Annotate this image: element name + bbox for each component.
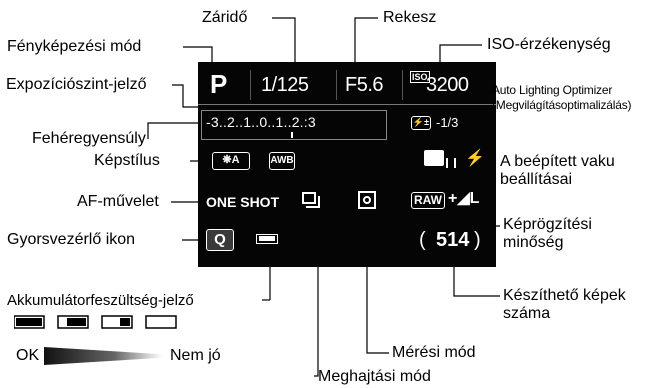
battery-empty-icon <box>145 315 177 329</box>
battery-full-icon <box>14 315 45 329</box>
shots-remaining-bracket-close: ) <box>474 229 481 251</box>
exposure-scale: -3..2..1..0..1..2.:3 <box>206 114 316 130</box>
flash-comp-value: -1/3 <box>436 115 459 130</box>
quality-jpeg-icon: +◢L <box>448 190 480 207</box>
label-battery-ok: OK <box>16 347 40 364</box>
label-battery-check: Akkumulátorfeszültség-jelző <box>7 292 194 309</box>
label-metering: Mérési mód <box>392 344 476 361</box>
metering-dot <box>363 196 371 204</box>
divider-1 <box>250 70 251 100</box>
battery-icon <box>256 234 278 244</box>
picture-style-icon: ❋A <box>212 152 250 170</box>
label-flash-settings: A beépített vaku beállításai <box>500 153 615 188</box>
raw-icon: RAW <box>411 192 445 209</box>
wb-icon: AWB <box>269 152 295 170</box>
alo-icon <box>424 150 444 166</box>
label-picture-style: Képstílus <box>94 152 160 169</box>
label-battery-bad: Nem jó <box>170 347 221 364</box>
battery-one-third-icon <box>101 315 133 329</box>
label-aperture: Rekesz <box>383 9 437 26</box>
shots-remaining-bracket-open: ( <box>419 229 426 251</box>
iso-icon: ISO <box>410 71 430 83</box>
label-af-operation: AF-művelet <box>77 193 159 210</box>
top-row-divider <box>198 104 496 105</box>
battery-fill <box>259 236 275 241</box>
quick-control-icon[interactable]: Q <box>206 229 234 251</box>
battery-two-thirds-icon <box>57 315 89 329</box>
alo-bars <box>446 158 456 168</box>
exposure-scale-box <box>201 110 387 140</box>
metering-icon <box>358 191 376 209</box>
label-white-balance: Fehéregyensúly <box>32 130 146 147</box>
divider-3 <box>402 70 403 100</box>
label-shots-remaining: Készíthető képek száma <box>503 287 626 322</box>
label-exposure-level: Expozíciószint-jelző <box>6 76 147 93</box>
drive-mode-icon-back <box>306 196 320 208</box>
aperture-value: F5.6 <box>345 74 384 96</box>
exposure-pointer <box>291 132 293 138</box>
label-drive: Meghajtási mód <box>318 368 431 385</box>
flash-settings-icon: ⚡ <box>465 150 485 167</box>
picture-style-mark-icon: ❋ <box>222 154 232 166</box>
shooting-mode-value: P <box>210 69 228 99</box>
af-operation-value: ONE SHOT <box>206 194 280 210</box>
camera-screen: P 1/125 F5.6 ISO 3200 -3..2..1..0..1..2.… <box>198 62 496 267</box>
shutter-value: 1/125 <box>261 74 309 96</box>
flash-comp-icon: ⚡± <box>411 116 431 130</box>
iso-value: 3200 <box>426 74 469 96</box>
drive-mode-icon <box>302 192 316 204</box>
label-quick-control: Gyorsvezérlő ikon <box>7 231 136 248</box>
picture-style-value: A <box>231 154 240 166</box>
divider-2 <box>336 70 337 100</box>
label-alo: Auto Lighting Optimizer (Megvilágításopt… <box>492 83 632 112</box>
label-shutter: Záridő <box>202 9 248 26</box>
label-shooting-mode: Fényképezési mód <box>7 38 142 55</box>
label-iso: ISO-érzékenység <box>487 36 611 53</box>
shots-remaining-value: 514 <box>436 229 470 251</box>
battery-legend <box>14 315 177 329</box>
label-image-quality: Képrögzítési minőség <box>503 216 592 251</box>
